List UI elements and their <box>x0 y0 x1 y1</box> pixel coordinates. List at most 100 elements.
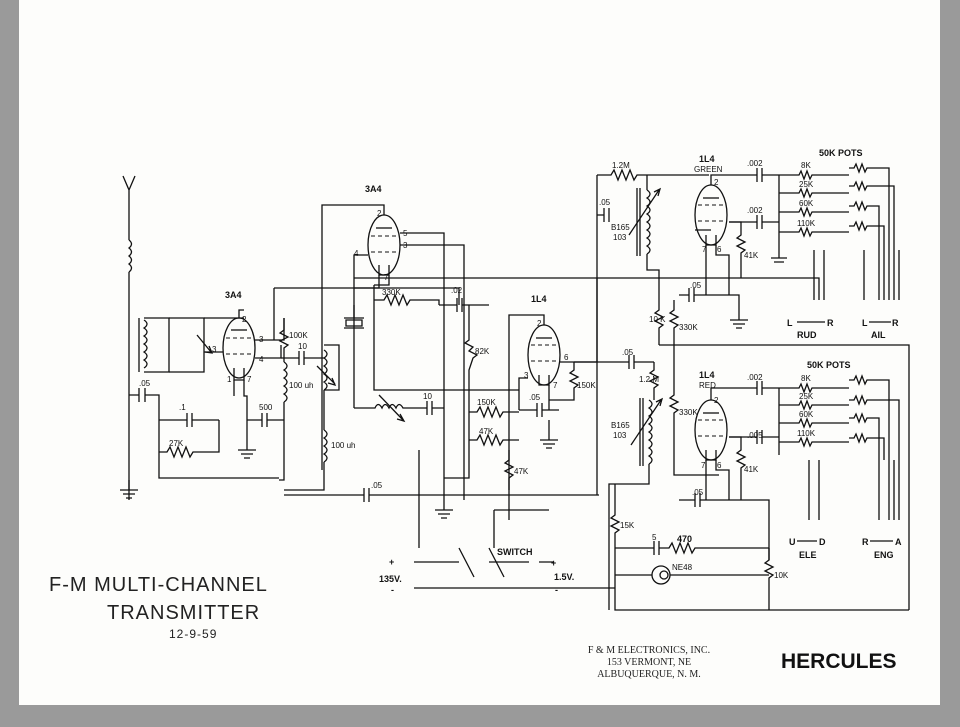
cap-002-a: .002 <box>747 159 763 168</box>
tank-coil <box>128 317 244 500</box>
pin-label: 1 <box>227 375 232 384</box>
res-60k-a: 60K <box>799 199 814 208</box>
ele-d: D <box>819 537 826 547</box>
pin-label: 6 <box>564 353 569 362</box>
pin-label: 6 <box>717 245 722 254</box>
pin-label: 7 <box>701 461 706 470</box>
inductor-100uh-a: 100 uh <box>289 381 313 390</box>
tube5-label: 1L4 <box>699 370 715 380</box>
eng-a: A <box>895 537 902 547</box>
company-name: F & M ELECTRONICS, INC. <box>587 645 711 656</box>
pin-label: 7 <box>553 381 558 390</box>
ele-label: ELE <box>799 550 817 560</box>
schematic-sheet: .05 .1 27K 3A4 2 3 3 4 1 7 100K 10 100 u… <box>19 0 940 705</box>
pin-label: 4 <box>354 249 359 258</box>
res-100k: 100K <box>289 331 308 340</box>
model-name: HERCULES <box>781 650 897 673</box>
cap-002-c: .002 <box>747 373 763 382</box>
rud-l: L <box>787 318 793 328</box>
company-address: 153 VERMONT, NE <box>606 657 692 668</box>
res-47k-a: 47K <box>479 427 494 436</box>
minus-15: - <box>555 585 558 595</box>
cap-1: .1 <box>179 403 186 412</box>
cap-05-h: .05 <box>371 481 383 490</box>
tube4-color: GREEN <box>694 165 723 174</box>
cap-5: 5 <box>652 533 657 542</box>
ail-l: L <box>862 318 868 328</box>
pin-label: 2 <box>242 315 247 324</box>
rud-r: R <box>827 318 834 328</box>
tube4-label: 1L4 <box>699 154 715 164</box>
tube1-label: 3A4 <box>225 290 242 300</box>
tube-3a4-left <box>222 317 256 381</box>
pin-label: 2 <box>377 209 382 218</box>
res-330k-b: 330K <box>679 323 698 332</box>
res-27k: 27K <box>169 439 184 448</box>
res-41k-a: 41K <box>744 251 759 260</box>
plus-135: + <box>389 557 394 567</box>
eng-label: ENG <box>874 550 894 560</box>
cap-002-b: .002 <box>747 206 763 215</box>
tube3-label: 1L4 <box>531 294 547 304</box>
pin-label: 7 <box>702 245 707 254</box>
res-25k-a: 25K <box>799 180 814 189</box>
pin-label: 3 <box>524 371 529 380</box>
schematic-title-line2: TRANSMITTER <box>107 602 261 624</box>
cap-10-b: 10 <box>423 392 432 401</box>
pin-label: 3 <box>212 345 217 354</box>
cap-05-b: .05 <box>529 393 541 402</box>
switch-label: SWITCH <box>497 547 533 557</box>
tube-1l4-middle <box>527 324 561 386</box>
pin-label: 2 <box>714 396 719 405</box>
res-330k-a: 330K <box>382 288 401 297</box>
xfmr-b-label2: 103 <box>613 431 627 440</box>
tube5-color: RED <box>699 381 716 390</box>
ne48-label: NE48 <box>672 563 693 572</box>
res-82k: 82K <box>475 347 490 356</box>
res-60k-b: 60K <box>799 410 814 419</box>
ele-u: U <box>789 537 796 547</box>
res-1-2m-a: 1.2M <box>612 161 630 170</box>
xfmr-b-label: B165 <box>611 421 630 430</box>
res-10k-b: 10K <box>774 571 789 580</box>
transformer-b165-a <box>628 187 662 256</box>
res-150k-a: 150K <box>477 398 496 407</box>
pin-label: 7 <box>247 375 252 384</box>
pots-lower-label: 50K POTS <box>807 360 851 370</box>
res-15k: 15K <box>620 521 635 530</box>
xfmr-a-label: B165 <box>611 223 630 232</box>
eng-r: R <box>862 537 869 547</box>
xfmr-a-label2: 103 <box>613 233 627 242</box>
tube-1l4-green <box>694 184 728 246</box>
neon-lamp-ne48 <box>651 565 671 585</box>
voltage-135: 135V. <box>379 574 402 584</box>
schematic-title-line1: F-M MULTI-CHANNEL <box>49 574 268 596</box>
cap-10-a: 10 <box>298 342 307 351</box>
cap-05-a: .05 <box>139 379 151 388</box>
res-8k-b: 8K <box>801 374 811 383</box>
pots-upper-label: 50K POTS <box>819 148 863 158</box>
cap-05-c: .05 <box>622 348 634 357</box>
cap-500: 500 <box>259 403 273 412</box>
res-110k-b: 110K <box>797 429 816 438</box>
res-47k-b: 47K <box>514 467 529 476</box>
inductor-100uh-b: 100 uh <box>331 441 355 450</box>
transformer-b165-b <box>630 397 664 466</box>
circuit-diagram: .05 .1 27K 3A4 2 3 3 4 1 7 100K 10 100 u… <box>120 148 910 611</box>
minus-135: - <box>391 585 394 595</box>
plus-15: + <box>551 558 556 568</box>
pin-label: 6 <box>717 461 722 470</box>
res-470: 470 <box>677 534 692 544</box>
res-41k-b: 41K <box>744 465 759 474</box>
res-10k-a: 10 K <box>649 315 666 324</box>
res-330k-c: 330K <box>679 408 698 417</box>
cap-05-d: .05 <box>599 198 611 207</box>
tube-3a4-top <box>367 214 401 276</box>
ail-r: R <box>892 318 899 328</box>
voltage-15: 1.5V. <box>554 572 574 582</box>
cap-02: .02 <box>451 286 463 295</box>
tube-1l4-red <box>694 399 728 461</box>
rud-label: RUD <box>797 330 817 340</box>
pin-label: 4 <box>259 355 264 364</box>
res-1-2m-b: 1.2 M <box>639 375 659 384</box>
